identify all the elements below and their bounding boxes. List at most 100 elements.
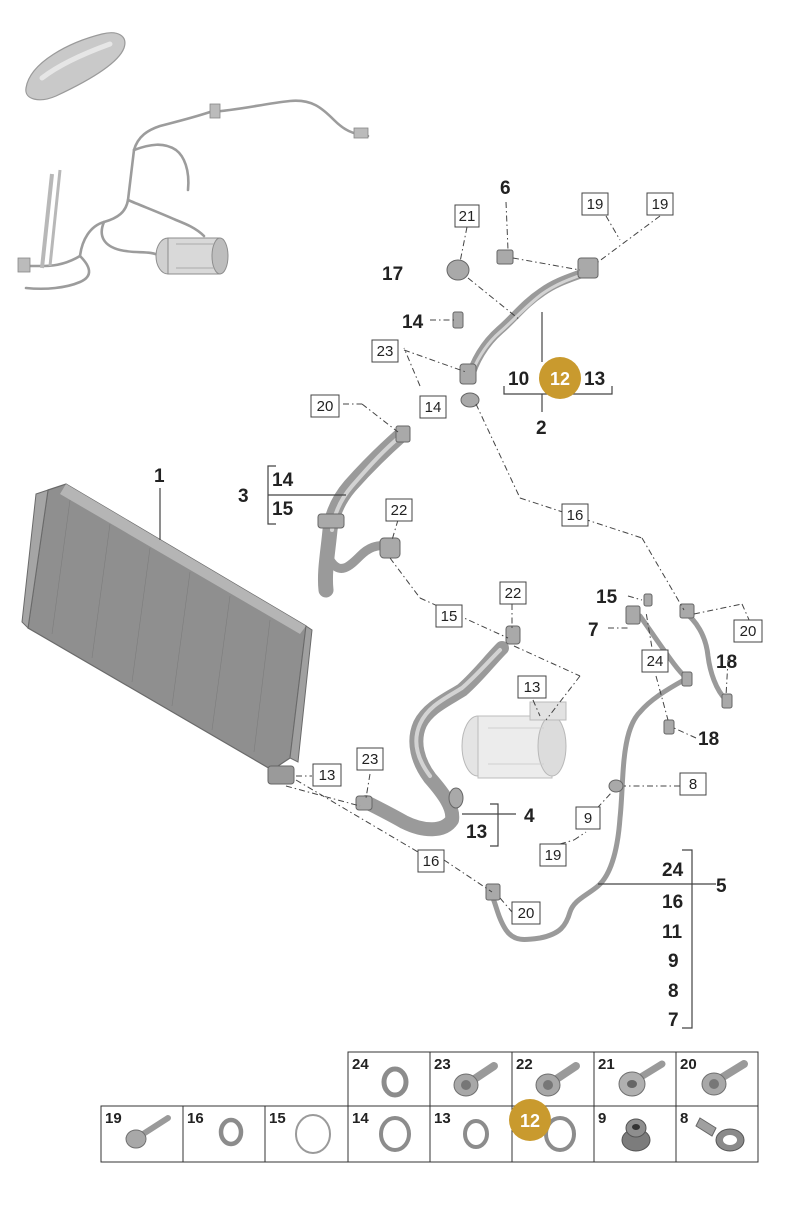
vehicle-silhouette-icon [25,32,126,101]
part-cell-19[interactable]: 19 [105,1110,171,1149]
pipe-item-3 [317,425,411,598]
svg-text:24: 24 [647,653,664,670]
boxed-ref-19-a: 19 [581,192,609,216]
svg-text:23: 23 [434,1056,451,1073]
callout-3-14: 14 [272,470,294,491]
pipe-item-4 [355,625,521,837]
assembly-overview-thumbnail [17,99,370,291]
svg-text:22: 22 [391,502,408,519]
svg-text:22: 22 [505,585,522,602]
flange-bolt-icon [701,1060,748,1096]
flange-bolt-icon [535,1062,580,1097]
part-cell-20[interactable]: 20 [680,1056,748,1096]
callout-4-13: 13 [466,822,487,843]
compressor [461,701,567,779]
svg-text:21: 21 [459,208,476,225]
svg-text:13: 13 [319,767,336,784]
svg-text:19: 19 [652,196,669,213]
callout-18-lower: 18 [698,729,719,750]
svg-text:8: 8 [689,776,697,793]
part-cell-15[interactable]: 15 [269,1110,331,1154]
boxed-ref-15: 15 [435,604,463,628]
callout-labels: 1 2 3 14 15 4 13 5 6 7 10 13 14 15 17 18… [154,178,737,1031]
pipe-item-5 [485,593,733,943]
o-ring-icon [379,1116,411,1152]
fitting-item-6 [496,249,514,265]
part-cell-16[interactable]: 16 [187,1110,244,1147]
svg-text:13: 13 [434,1110,451,1127]
part-cell-21[interactable]: 21 [598,1056,666,1097]
callout-5-24: 24 [662,860,684,881]
callout-2-13: 13 [584,369,605,390]
svg-text:19: 19 [105,1110,122,1127]
highlight-badge-12-diagram[interactable]: 12 [539,357,581,399]
boxed-ref-22-a: 22 [385,498,413,522]
callout-3: 3 [238,486,249,507]
svg-text:16: 16 [567,507,584,524]
svg-text:14: 14 [352,1110,369,1127]
o-ring-icon [544,1116,576,1152]
boxed-ref-14: 14 [419,395,447,419]
part-cell-22[interactable]: 22 [516,1056,580,1097]
callout-15: 15 [596,587,618,608]
highlight-badge-12-grid[interactable]: 12 [509,1099,551,1141]
callout-1: 1 [154,466,165,487]
callout-4: 4 [524,806,535,827]
boxed-ref-20-c: 20 [511,901,541,925]
svg-text:8: 8 [680,1110,688,1127]
boxed-ref-20-a: 20 [310,394,340,418]
callout-5-11: 11 [662,922,683,943]
part-cell-8[interactable]: 8 [680,1110,745,1152]
callout-18-upper: 18 [716,652,737,673]
svg-text:16: 16 [423,853,440,870]
callout-14: 14 [402,312,424,333]
svg-text:16: 16 [187,1110,204,1127]
boxed-ref-24: 24 [641,649,669,673]
callout-6: 6 [500,178,511,199]
boxed-ref-19-c: 19 [539,843,567,867]
svg-text:19: 19 [587,196,604,213]
o-ring-icon [463,1119,489,1149]
part-cell-13[interactable]: 13 [434,1110,489,1149]
boxed-ref-21: 21 [454,204,480,228]
boxed-ref-13-a: 13 [517,675,547,699]
part-cell-24[interactable]: 24 [352,1056,409,1098]
part-cell-14[interactable]: 14 [352,1110,411,1152]
boxed-ref-8: 8 [679,772,707,796]
svg-text:20: 20 [740,623,757,640]
boxed-ref-22-b: 22 [499,581,527,605]
flange-bolt-icon [453,1062,498,1097]
bolt-icon [125,1115,171,1149]
grommet-icon [621,1118,651,1152]
boxed-ref-19-b: 19 [646,192,674,216]
part-cell-9[interactable]: 9 [598,1110,651,1152]
svg-text:13: 13 [524,679,541,696]
svg-text:23: 23 [362,751,379,768]
pipe-item-2 [459,257,599,408]
svg-text:9: 9 [598,1110,606,1127]
part-cell-12[interactable]: 12 [509,1099,576,1152]
callout-5-16: 16 [662,892,683,913]
o-ring-icon [381,1066,409,1098]
svg-text:15: 15 [269,1110,286,1127]
highlight-badge-label: 12 [550,369,570,389]
callout-10: 10 [508,369,529,390]
callout-5-8: 8 [668,981,679,1002]
parts-grid: 24 23 22 21 [100,1051,759,1163]
boxed-ref-16-a: 16 [561,503,589,527]
svg-text:15: 15 [441,608,458,625]
leader-lines [159,201,751,1029]
svg-text:20: 20 [317,398,334,415]
boxed-ref-9: 9 [575,806,601,830]
o-ring-icon [295,1114,331,1154]
svg-text:14: 14 [425,399,442,416]
svg-text:21: 21 [598,1056,615,1073]
svg-text:24: 24 [352,1056,369,1073]
boxed-ref-23-b: 23 [356,747,384,771]
part-cell-23[interactable]: 23 [434,1056,498,1097]
svg-text:23: 23 [377,343,394,360]
svg-text:12: 12 [520,1111,540,1131]
svg-text:20: 20 [680,1056,697,1073]
boxed-ref-20-b: 20 [733,619,763,643]
